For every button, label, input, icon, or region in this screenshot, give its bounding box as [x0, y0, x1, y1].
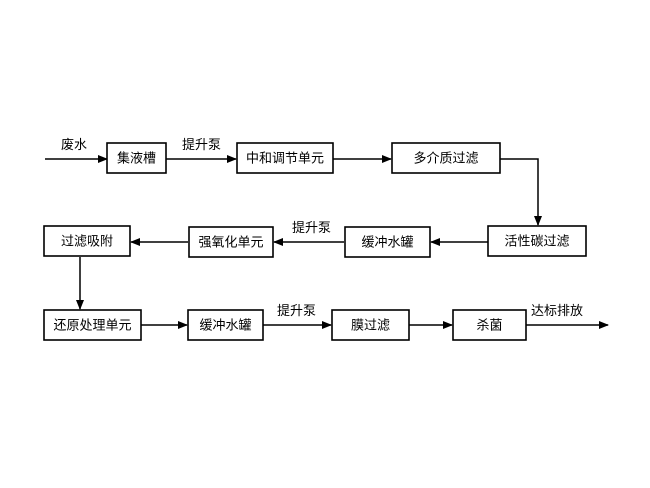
node-activated-carbon-filter: 活性碳过滤	[487, 225, 587, 257]
node-reduction-unit-label: 还原处理单元	[53, 319, 131, 334]
node-buffer-tank-1: 缓冲水罐	[344, 226, 431, 258]
label-lift-pump-1: 提升泵	[182, 137, 221, 153]
node-buffer-tank-1-label: 缓冲水罐	[361, 236, 413, 251]
label-input-wastewater: 废水	[61, 137, 87, 153]
node-neutralization-unit-label: 中和调节单元	[246, 152, 324, 167]
node-sterilization-label: 杀菌	[476, 319, 502, 334]
label-output-discharge: 达标排放	[531, 304, 583, 319]
label-lift-pump-3: 提升泵	[277, 303, 316, 319]
node-collection-tank-label: 集液槽	[117, 151, 156, 167]
node-multimedia-filter: 多介质过滤	[391, 142, 501, 174]
node-buffer-tank-2: 缓冲水罐	[187, 309, 264, 341]
node-sterilization: 杀菌	[452, 309, 527, 341]
node-filter-adsorption: 过滤吸附	[43, 225, 131, 257]
node-strong-oxidation-unit-label: 强氧化单元	[198, 236, 263, 251]
node-reduction-unit: 还原处理单元	[43, 309, 142, 341]
label-lift-pump-2: 提升泵	[292, 220, 331, 236]
node-membrane-filter: 膜过滤	[331, 309, 410, 341]
arrow-multimedia-filter-to-activated-carbon	[500, 158, 542, 226]
node-membrane-filter-label: 膜过滤	[351, 319, 390, 334]
node-filter-adsorption-label: 过滤吸附	[61, 235, 113, 250]
node-activated-carbon-filter-label: 活性碳过滤	[504, 235, 569, 250]
node-strong-oxidation-unit: 强氧化单元	[188, 226, 274, 258]
node-neutralization-unit: 中和调节单元	[236, 142, 334, 174]
node-buffer-tank-2-label: 缓冲水罐	[199, 319, 251, 334]
node-multimedia-filter-label: 多介质过滤	[413, 151, 478, 167]
node-collection-tank: 集液槽	[106, 142, 167, 174]
